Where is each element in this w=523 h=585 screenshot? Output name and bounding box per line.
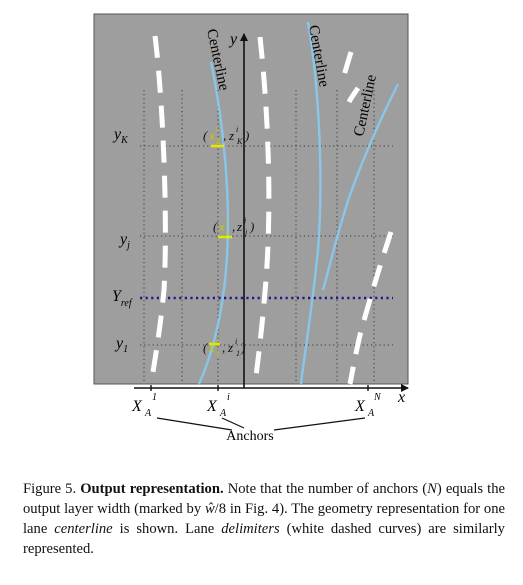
figure-caption: Figure 5. Output representation. Note th… [23, 479, 505, 559]
svg-text:,: , [222, 340, 225, 355]
svg-text:z: z [236, 219, 242, 234]
caption-text: /8 in Fig. 4). The geometry representati… [23, 501, 505, 537]
caption-variable-w: ŵ [204, 501, 215, 517]
svg-text:z: z [227, 340, 233, 355]
delimiter-curve [339, 51, 354, 83]
svg-text:X: X [131, 398, 143, 415]
delimiter-curve [252, 36, 272, 385]
svg-text:,: , [223, 128, 226, 143]
x-axis-ticks [150, 385, 369, 391]
row-label-yj: yj [118, 231, 130, 251]
svg-text:z: z [228, 128, 234, 143]
svg-text:X: X [354, 398, 366, 415]
svg-text:x: x [208, 340, 215, 355]
y-axis-label: y [228, 31, 238, 48]
svg-text:1: 1 [236, 349, 240, 358]
svg-text:x: x [208, 128, 215, 143]
anchor-label-i: X A i [206, 392, 230, 419]
anchors-bracket [156, 417, 366, 431]
caption-text: Note that the number of anchors ( [227, 481, 428, 497]
anchors-label: Anchors [226, 429, 273, 444]
row-label-yK: yK [112, 126, 129, 146]
svg-text:A: A [144, 408, 152, 419]
svg-text:): ) [240, 340, 245, 355]
svg-text:j: j [244, 228, 248, 237]
svg-text:i: i [216, 125, 218, 134]
caption-text: (white dashed curves) are similarly repr… [23, 521, 505, 557]
svg-text:K: K [215, 137, 222, 146]
row-label-y1: y1 [114, 335, 128, 355]
delimiter-curve [346, 86, 361, 104]
lane-delimiters [148, 35, 394, 385]
centerline-curve [299, 21, 322, 385]
svg-text:x: x [218, 219, 225, 234]
anchor-label-last: X A N [354, 392, 382, 419]
svg-text:j: j [225, 228, 229, 237]
centerlines [197, 21, 400, 385]
svg-text:i: i [235, 337, 237, 346]
point-annotation-K: ( x i K , z i K ) [203, 125, 249, 146]
bracket-line [156, 417, 233, 431]
svg-text:(: ( [203, 340, 208, 355]
row-label-yref: Yref [112, 288, 133, 309]
caption-text: is shown. Lane [112, 521, 222, 537]
svg-text:A: A [219, 408, 227, 419]
svg-text:i: i [244, 216, 246, 225]
point-annotation-1: ( x i 1 , z i 1 ) [203, 337, 245, 358]
x-axis-label: x [397, 389, 405, 406]
svg-text:K: K [236, 137, 243, 146]
caption-emphasis-delimiters: delimiters [221, 521, 280, 537]
caption-emphasis-centerline: centerline [54, 521, 113, 537]
svg-text:X: X [206, 398, 218, 415]
point-annotation-j: ( x i j , z i j ) [213, 216, 254, 237]
svg-text:,: , [232, 219, 235, 234]
centerline-curve [197, 61, 230, 385]
svg-text:): ) [249, 219, 254, 234]
figure-background [93, 13, 409, 385]
svg-text:i: i [216, 337, 218, 346]
delimiter-curve [148, 35, 168, 385]
svg-text:1: 1 [152, 392, 157, 403]
caption-variable-n: N [427, 481, 437, 497]
bracket-line [273, 417, 366, 431]
delimiter-curve [347, 231, 394, 385]
svg-text:A: A [367, 408, 375, 419]
svg-text:1: 1 [216, 349, 220, 358]
svg-text:): ) [244, 128, 249, 143]
svg-text:i: i [226, 216, 228, 225]
anchor-label-first: X A 1 [131, 392, 157, 419]
caption-text: ) equals the output layer width (marked … [23, 481, 505, 517]
caption-title: Output representation. [80, 481, 224, 497]
bracket-line [221, 417, 245, 429]
svg-text:(: ( [203, 128, 208, 143]
caption-figure-number: Figure 5. [23, 481, 77, 497]
figure-diagram: y x yK yj Yref y1 X A 1 X A i X A N Anch… [93, 13, 409, 444]
svg-text:i: i [227, 392, 230, 403]
svg-text:(: ( [213, 219, 218, 234]
svg-text:i: i [236, 125, 238, 134]
centerline-curve [321, 83, 400, 291]
svg-text:N: N [373, 392, 382, 403]
